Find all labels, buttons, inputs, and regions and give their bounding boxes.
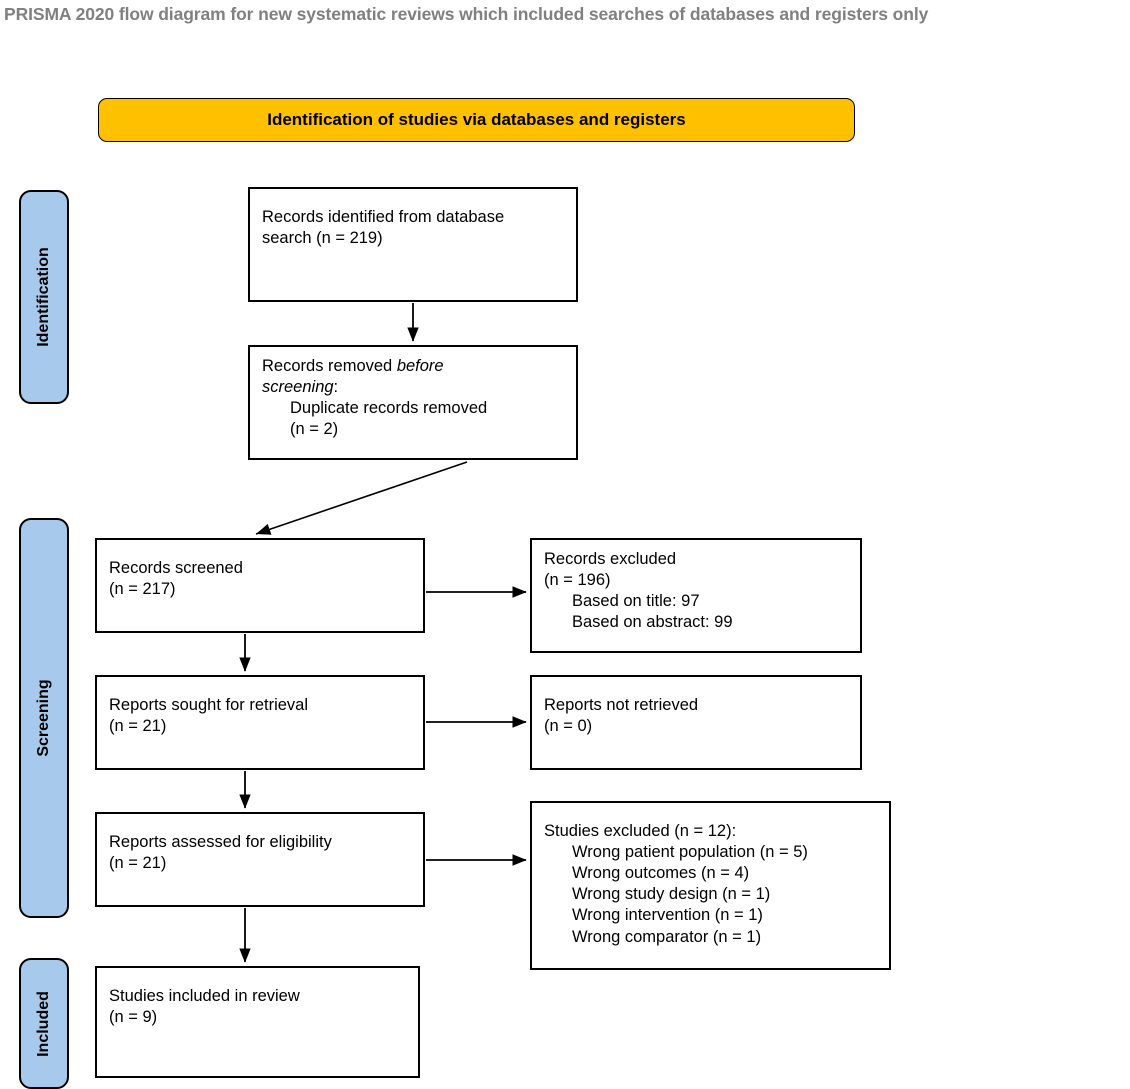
box-records-identified: Records identified from database search …	[248, 187, 578, 302]
box-reports-sought: Reports sought for retrieval (n = 21)	[95, 675, 425, 770]
records-identified-line-2: search (n = 219)	[262, 229, 383, 248]
records-excluded-line-1: Records excluded	[544, 550, 677, 568]
studies-excluded-line-2: Wrong patient population (n = 5)	[572, 843, 808, 862]
studies-excluded-line-1: Studies excluded (n = 12):	[544, 822, 737, 840]
records-removed-line-2-emphasis: screening	[262, 378, 334, 397]
reports-sought-line-1: Reports sought for retrieval	[109, 696, 309, 714]
records-screened-line-1: Records screened	[109, 559, 243, 577]
studies-excluded-line-4: Wrong study design (n = 1)	[572, 885, 771, 904]
box-records-screened: Records screened (n = 217)	[95, 538, 425, 633]
records-excluded-line-4: Based on abstract: 99	[572, 613, 733, 632]
reports-sought-line-2: (n = 21)	[109, 717, 167, 736]
studies-excluded-line-5: Wrong intervention (n = 1)	[572, 906, 763, 925]
box-studies-excluded: Studies excluded (n = 12): Wrong patient…	[530, 801, 891, 970]
reports-assessed-line-1: Reports assessed for eligibility	[109, 833, 332, 851]
page-title: PRISMA 2020 flow diagram for new systema…	[4, 4, 929, 24]
records-removed-line-4: (n = 2)	[290, 420, 339, 439]
box-records-removed: Records removed before screening: Duplic…	[248, 345, 578, 460]
studies-excluded-line-3: Wrong outcomes (n = 4)	[572, 864, 750, 883]
reports-not-retrieved-line-1: Reports not retrieved	[544, 696, 699, 714]
records-removed-line-1-text: Records removed	[262, 357, 397, 375]
records-removed-line-2-text: :	[333, 378, 339, 397]
stage-screening: Screening	[19, 518, 69, 918]
studies-included-line-1: Studies included in review	[109, 987, 300, 1005]
stage-identification: Identification	[19, 190, 69, 404]
stage-included-label: Included	[35, 990, 52, 1057]
records-removed-line-1: Records removed before	[262, 356, 564, 377]
stage-included: Included	[19, 958, 69, 1089]
identification-banner-label: Identification of studies via databases …	[267, 110, 686, 129]
reports-assessed-line-2: (n = 21)	[109, 854, 167, 873]
stage-screening-label: Screening	[35, 679, 52, 757]
studies-included-line-2: (n = 9)	[109, 1008, 158, 1027]
stage-identification-label: Identification	[35, 247, 52, 347]
identification-banner: Identification of studies via databases …	[98, 98, 855, 142]
records-excluded-line-2: (n = 196)	[544, 571, 611, 590]
studies-excluded-line-6: Wrong comparator (n = 1)	[572, 927, 762, 946]
records-removed-line-2: screening:	[262, 377, 564, 398]
box-reports-assessed: Reports assessed for eligibility (n = 21…	[95, 812, 425, 907]
box-studies-included: Studies included in review (n = 9)	[95, 966, 420, 1078]
records-excluded-line-3: Based on title: 97	[572, 592, 700, 611]
box-reports-not-retrieved: Reports not retrieved (n = 0)	[530, 675, 862, 770]
records-removed-line-3: Duplicate records removed	[290, 399, 488, 418]
box-records-excluded: Records excluded (n = 196) Based on titl…	[530, 538, 862, 653]
records-removed-line-1-emphasis: before	[396, 357, 444, 375]
records-screened-line-2: (n = 217)	[109, 580, 176, 599]
records-identified-line-1: Records identified from database	[262, 208, 505, 226]
reports-not-retrieved-line-2: (n = 0)	[544, 717, 593, 736]
